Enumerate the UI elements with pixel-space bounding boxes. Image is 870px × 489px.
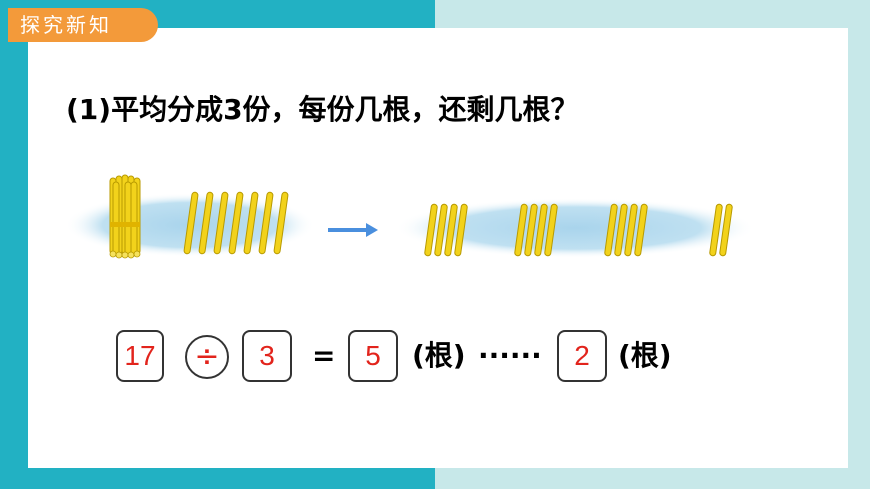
group-stick <box>434 203 448 257</box>
question-text: (1)平均分成3份，每份几根，还剩几根？ <box>66 93 579 126</box>
group-stick <box>534 203 548 257</box>
group-stick <box>604 203 618 257</box>
group-stick <box>424 203 438 257</box>
remainder-box: 2 <box>557 330 607 382</box>
grouped-sticks <box>424 203 733 257</box>
loose-stick <box>243 191 259 255</box>
sticks-illustration <box>65 174 755 259</box>
loose-stick <box>183 191 199 255</box>
group-stick <box>634 203 648 257</box>
loose-stick <box>258 191 274 255</box>
divisor-box: 3 <box>242 330 292 382</box>
loose-sticks <box>183 191 289 255</box>
quotient-box: 5 <box>348 330 398 382</box>
ellipsis: ······ <box>478 339 542 372</box>
group-stick <box>709 203 723 257</box>
loose-stick <box>228 191 244 255</box>
remainder-unit: (根) <box>618 339 672 372</box>
loose-stick <box>213 191 229 255</box>
group-stick <box>444 203 458 257</box>
group-stick <box>544 203 558 257</box>
loose-stick <box>273 191 289 255</box>
loose-stick <box>198 191 214 255</box>
arrow-right-icon <box>328 223 378 237</box>
group-stick <box>454 203 468 257</box>
section-tag: 探究新知 <box>8 8 158 42</box>
dividend-box: 17 <box>116 330 164 382</box>
group-stick <box>614 203 628 257</box>
equals-sign: = <box>312 339 336 372</box>
right-mat <box>395 198 755 258</box>
divide-sign: ÷ <box>185 335 229 379</box>
group-stick <box>524 203 538 257</box>
quotient-unit: (根) <box>412 339 466 372</box>
group-stick <box>719 203 733 257</box>
group-stick <box>514 203 528 257</box>
group-stick <box>624 203 638 257</box>
stick-bundle-icon <box>109 174 141 259</box>
